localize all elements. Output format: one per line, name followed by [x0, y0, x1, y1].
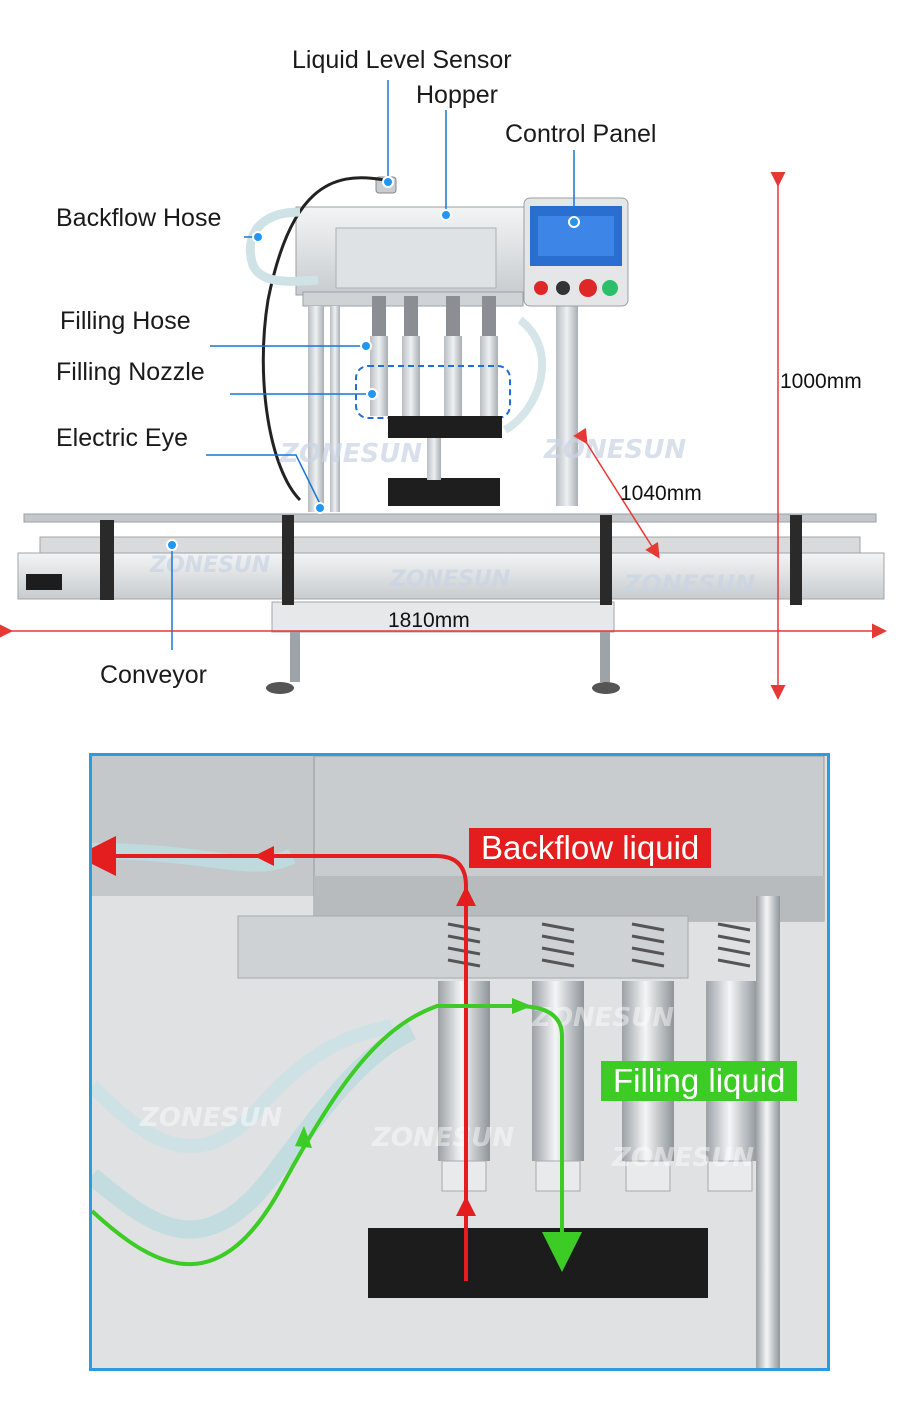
watermark: ZONESUN	[371, 1123, 514, 1153]
label-conveyor: Conveyor	[100, 661, 207, 689]
conveyor-body	[17, 552, 885, 600]
dimension-height: 1000mm	[780, 370, 862, 393]
conveyor-guide-rail	[23, 513, 877, 523]
dimension-arrows	[0, 172, 887, 700]
watermark: ZONESUN	[139, 1103, 282, 1133]
label-filling-nozzle: Filling Nozzle	[56, 358, 205, 386]
dimension-length: 1810mm	[388, 609, 470, 632]
dimension-width: 1040mm	[620, 482, 702, 505]
watermark: ZONESUN	[611, 1143, 754, 1173]
label-filling-hose: Filling Hose	[60, 307, 191, 335]
callout-dots	[166, 176, 580, 551]
label-electric-eye: Electric Eye	[56, 424, 188, 452]
watermark: ZONESUN	[531, 1003, 674, 1033]
filling-path	[92, 1004, 582, 1272]
machine-overview-illustration: ZONESUN ZONESUN ZONESUN ZONESUN ZONESUN	[0, 80, 887, 700]
label-control-panel: Control Panel	[505, 120, 657, 148]
watermark: ZONESUN	[149, 553, 270, 578]
watermark: ZONESUN	[623, 570, 755, 598]
backflow-liquid-tag: Backflow liquid	[469, 828, 712, 868]
flow-detail-frame: ZONESUN ZONESUN ZONESUN ZONESUN Backflow…	[89, 753, 830, 1371]
backflow-path	[92, 836, 468, 1281]
label-liquid-level-sensor: Liquid Level Sensor	[292, 46, 512, 74]
label-hopper: Hopper	[416, 81, 498, 109]
label-backflow-hose: Backflow Hose	[56, 204, 222, 232]
nozzle-bar-detail	[368, 1228, 708, 1298]
watermark: ZONESUN	[279, 439, 422, 469]
watermark: ZONESUN	[389, 567, 510, 592]
filling-liquid-tag: Filling liquid	[601, 1061, 798, 1101]
nozzle-assembly	[370, 296, 498, 416]
watermark: ZONESUN	[543, 435, 686, 465]
backflow-hose-shape	[245, 207, 319, 286]
